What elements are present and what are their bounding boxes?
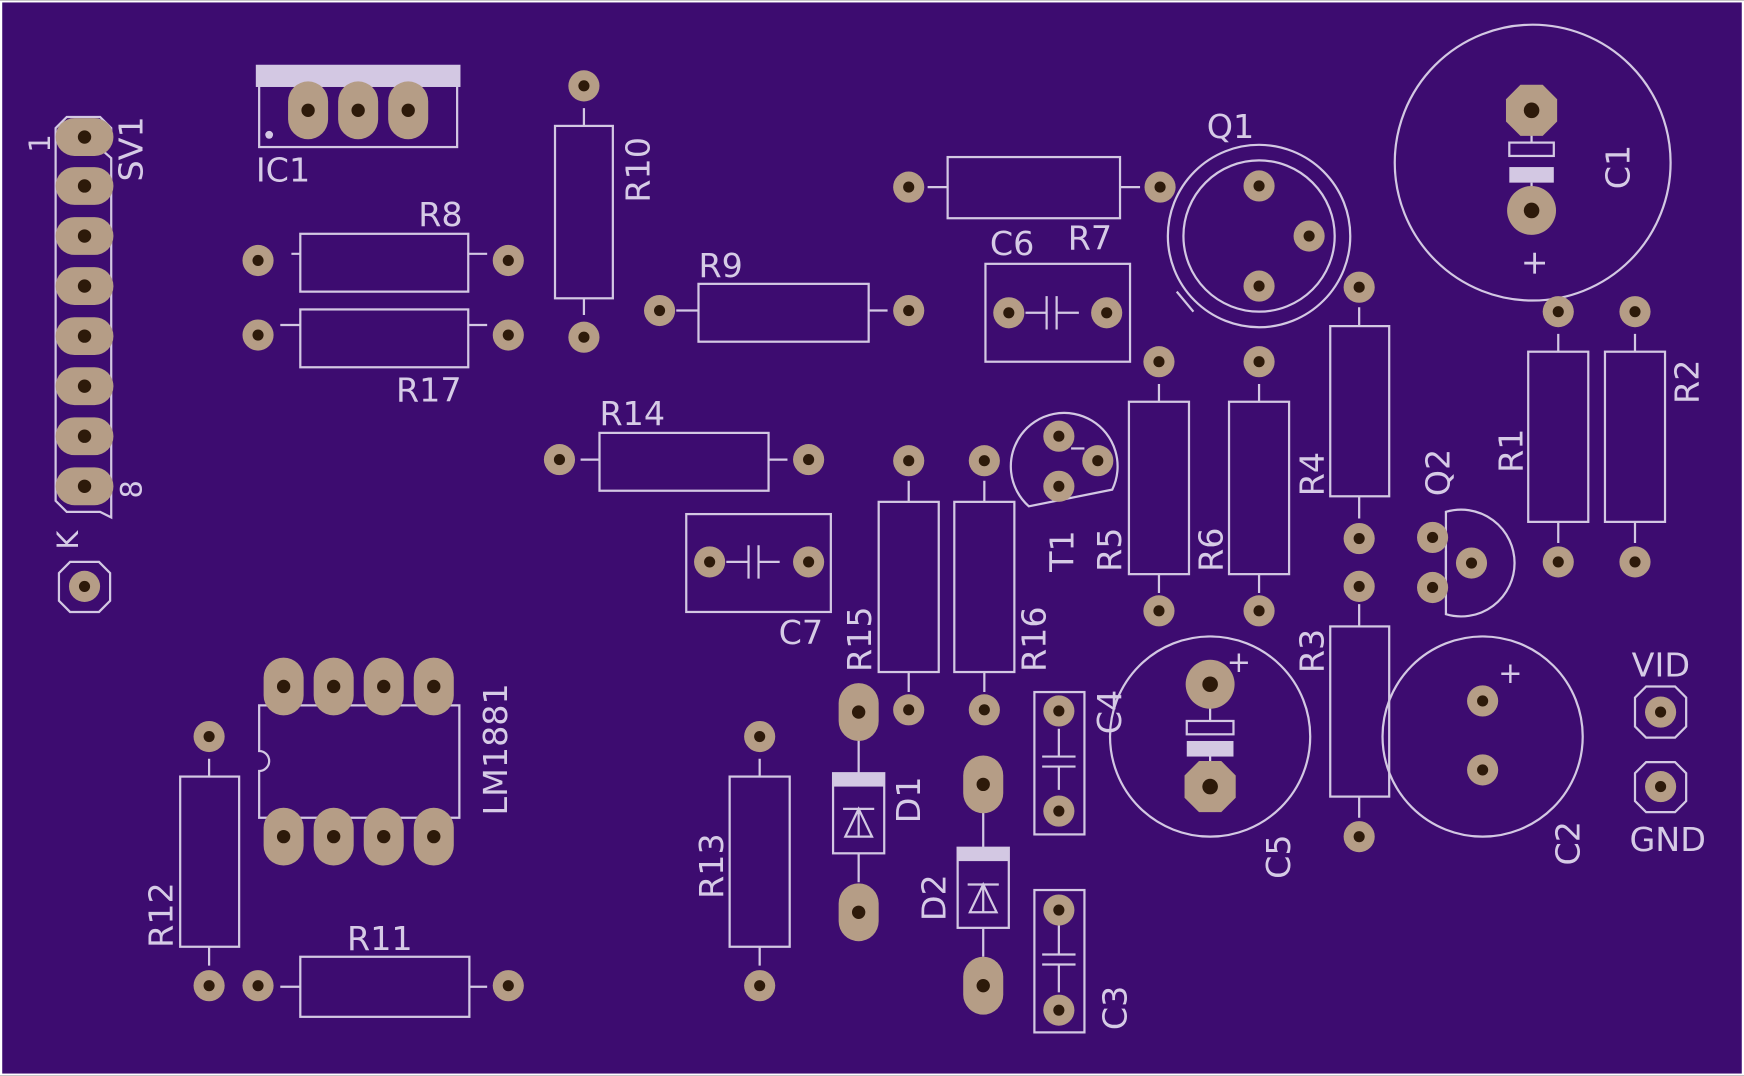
lm1881-outline bbox=[258, 704, 461, 819]
label-r15: R15 bbox=[840, 606, 879, 672]
r13-outline bbox=[728, 758, 791, 966]
label-r2: R2 bbox=[1667, 360, 1706, 404]
vid-pad-outline bbox=[1633, 685, 1688, 739]
label-q2: Q2 bbox=[1418, 449, 1457, 496]
label-c1-plus: + bbox=[1514, 249, 1553, 277]
q2-outline bbox=[1444, 508, 1516, 618]
r11-outline bbox=[280, 955, 488, 1018]
label-d1: D1 bbox=[889, 776, 928, 823]
label-r7: R7 bbox=[1068, 218, 1112, 257]
c5-pad-square bbox=[1184, 761, 1236, 813]
d2-outline bbox=[956, 812, 1010, 957]
c4-outline bbox=[1033, 690, 1086, 836]
k-pad-outline bbox=[57, 560, 112, 614]
c7-outline bbox=[685, 512, 832, 614]
r1-outline bbox=[1527, 333, 1590, 544]
label-sv1: SV1 bbox=[111, 116, 150, 181]
label-gnd: GND bbox=[1629, 820, 1706, 859]
r7-outline bbox=[927, 155, 1141, 220]
label-ic1: IC1 bbox=[256, 151, 310, 190]
label-r16: R16 bbox=[1015, 606, 1054, 672]
r2-outline bbox=[1603, 333, 1667, 544]
label-r11: R11 bbox=[347, 919, 413, 958]
label-r13: R13 bbox=[692, 833, 731, 899]
gnd-pad-outline bbox=[1633, 761, 1688, 814]
q1-outline bbox=[1166, 143, 1352, 329]
gnd-pad bbox=[1645, 771, 1677, 803]
label-r12: R12 bbox=[141, 882, 180, 948]
label-c2-plus: + bbox=[1498, 656, 1522, 690]
c1-pad-round bbox=[1507, 185, 1557, 235]
label-r5: R5 bbox=[1090, 528, 1129, 572]
label-k: K bbox=[51, 530, 85, 550]
label-q1: Q1 bbox=[1207, 107, 1254, 146]
c1-pad-square bbox=[1505, 84, 1558, 136]
label-sv1-pin1: 1 bbox=[23, 134, 57, 152]
label-lm1881: LM1881 bbox=[476, 683, 515, 815]
label-r9: R9 bbox=[698, 246, 742, 285]
c6-outline bbox=[984, 262, 1132, 363]
r10-outline bbox=[553, 108, 614, 315]
label-r14: R14 bbox=[600, 394, 666, 433]
r9-outline bbox=[676, 282, 888, 343]
label-c2: C2 bbox=[1548, 821, 1587, 866]
r12-outline bbox=[179, 758, 241, 966]
ic1-pin1-dot bbox=[265, 130, 274, 139]
label-c6: C6 bbox=[990, 224, 1035, 263]
r4-outline bbox=[1329, 307, 1391, 519]
c3-outline bbox=[1033, 888, 1086, 1034]
r5-outline bbox=[1127, 383, 1191, 594]
r14-outline bbox=[580, 431, 788, 492]
ic1-outline bbox=[255, 64, 461, 149]
label-r1: R1 bbox=[1492, 429, 1531, 473]
label-r17: R17 bbox=[396, 371, 462, 410]
c5-outline bbox=[1108, 635, 1312, 838]
r17-outline bbox=[280, 308, 488, 369]
label-c7: C7 bbox=[779, 613, 824, 652]
label-r4: R4 bbox=[1293, 452, 1332, 496]
label-r10: R10 bbox=[619, 137, 658, 203]
label-c1: C1 bbox=[1598, 145, 1637, 190]
label-r3: R3 bbox=[1293, 629, 1332, 673]
label-c5: C5 bbox=[1259, 834, 1298, 879]
label-d2: D2 bbox=[914, 874, 953, 921]
r6-outline bbox=[1227, 383, 1291, 594]
label-t1: T1 bbox=[1042, 530, 1081, 573]
label-c3: C3 bbox=[1096, 986, 1135, 1031]
r16-outline bbox=[953, 480, 1016, 693]
k-pad bbox=[68, 570, 101, 602]
r15-outline bbox=[877, 480, 940, 693]
label-vid: VID bbox=[1632, 645, 1690, 684]
label-c5-plus: + bbox=[1227, 645, 1251, 679]
c2-outline bbox=[1381, 635, 1584, 838]
ic1-pads bbox=[288, 81, 429, 140]
label-c4: C4 bbox=[1090, 690, 1129, 735]
r3-outline bbox=[1329, 604, 1391, 818]
vid-pad bbox=[1645, 696, 1677, 728]
label-r8: R8 bbox=[418, 195, 462, 234]
t1-outline bbox=[1009, 411, 1119, 508]
label-sv1-pin8: 8 bbox=[114, 480, 148, 498]
r8-outline bbox=[291, 232, 488, 293]
d1-outline bbox=[831, 734, 886, 883]
label-r6: R6 bbox=[1191, 528, 1230, 572]
